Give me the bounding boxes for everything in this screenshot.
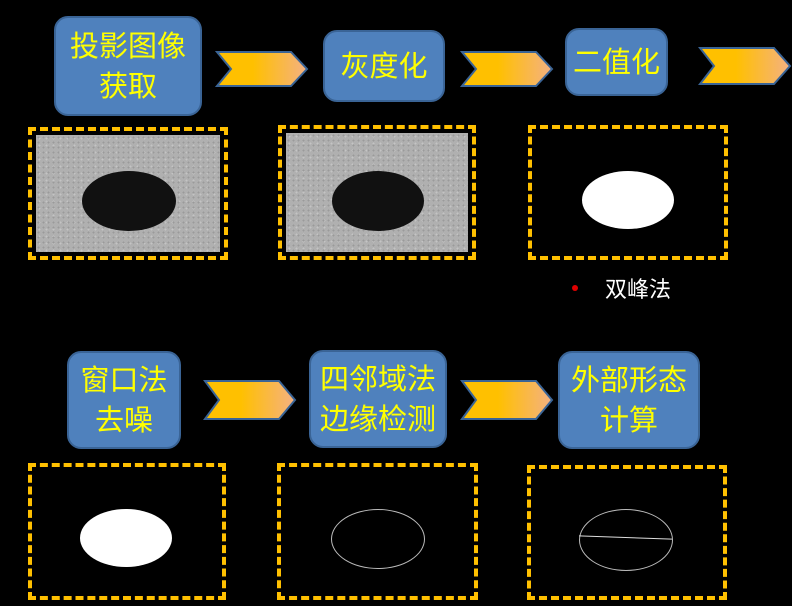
step-label: 去噪 [94, 403, 153, 437]
arrow-right-icon [215, 51, 309, 87]
image-morphology [527, 465, 727, 600]
step-label: 外部形态 [570, 363, 687, 397]
step-grayscale: 灰度化 [323, 30, 445, 102]
step-label: 灰度化 [340, 49, 428, 83]
arrow-right-icon [698, 47, 792, 85]
arrow-right-icon [203, 380, 297, 420]
step-projection-acquisition: 投影图像获取 [54, 16, 202, 116]
image-binary [528, 125, 728, 260]
image-edges [277, 463, 478, 600]
arrow-right-icon [460, 51, 554, 87]
step-label: 边缘检测 [319, 402, 436, 436]
step-edge-detection: 四邻域法边缘检测 [309, 350, 447, 448]
step-label: 获取 [98, 69, 157, 103]
step-morphology-calc: 外部形态计算 [558, 351, 700, 449]
step-label: 投影图像 [69, 29, 186, 63]
step-binarization: 二值化 [565, 28, 668, 96]
step-label: 计算 [599, 403, 658, 437]
image-denoised [28, 463, 226, 600]
bimodal-method-note: 双峰法 [605, 278, 672, 303]
arrow-right-icon [460, 380, 554, 420]
step-label: 二值化 [572, 45, 660, 79]
bullet-icon [572, 285, 578, 291]
step-label: 窗口法 [80, 363, 168, 397]
image-original [28, 127, 228, 260]
step-window-denoise: 窗口法去噪 [67, 351, 181, 449]
step-label: 四邻域法 [319, 362, 436, 396]
image-grayscale [278, 125, 476, 260]
